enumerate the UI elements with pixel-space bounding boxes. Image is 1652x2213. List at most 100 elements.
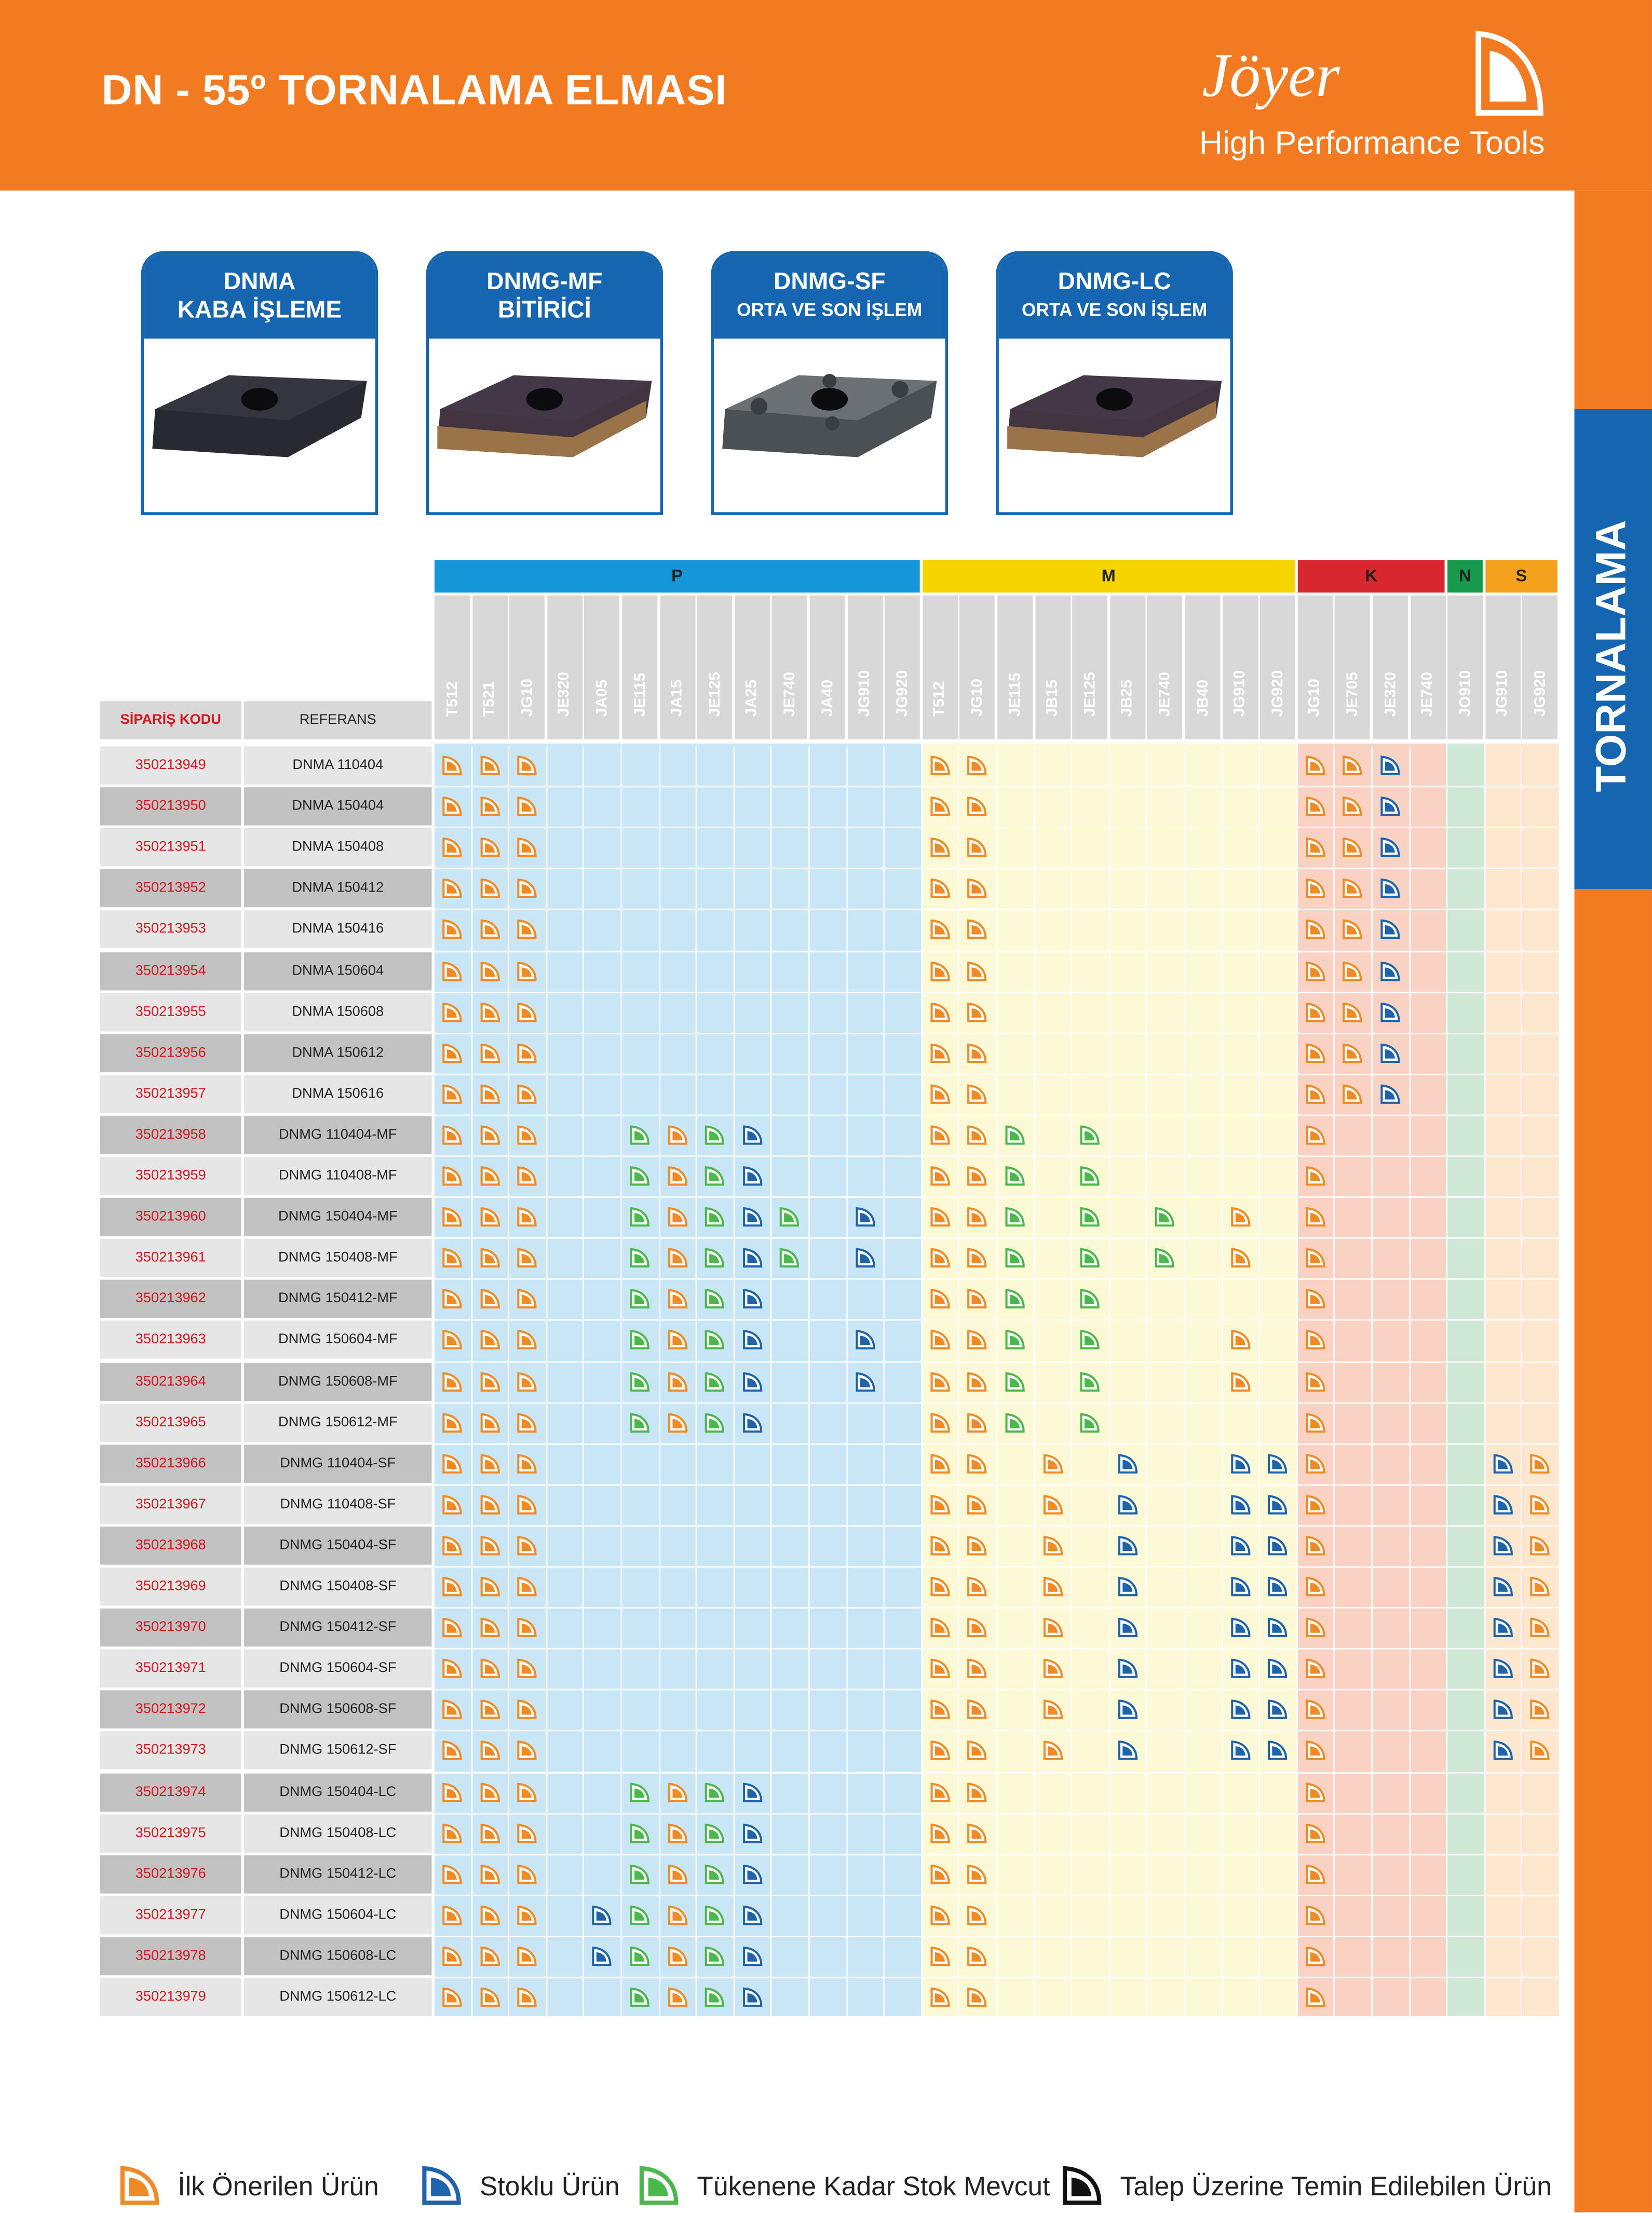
ilk-onerilen-icon <box>1343 1002 1363 1022</box>
ilk-onerilen-icon <box>968 1330 987 1350</box>
stoklu-icon <box>742 1823 762 1843</box>
ilk-onerilen-icon <box>517 1289 537 1309</box>
grid-hline <box>434 1360 1561 1362</box>
ilk-onerilen-icon <box>442 1330 462 1350</box>
grid-vline <box>1559 746 1561 2019</box>
grade-column-label: JG10 <box>519 679 536 717</box>
tukenene-kadar-icon <box>1080 1248 1100 1268</box>
stoklu-icon <box>1230 1535 1250 1556</box>
ilk-onerilen-icon <box>930 1084 950 1104</box>
ilk-onerilen-icon <box>1305 1084 1325 1104</box>
ilk-onerilen-icon <box>1343 879 1363 898</box>
ilk-onerilen-icon <box>480 1987 499 2007</box>
ilk-onerilen-icon <box>667 1782 687 1802</box>
tukenene-kadar-icon <box>1080 1330 1100 1350</box>
tukenene-kadar-icon <box>1080 1166 1100 1186</box>
ilk-onerilen-icon <box>1305 755 1325 775</box>
ilk-onerilen-icon <box>1343 920 1363 939</box>
ilk-onerilen-icon <box>968 1002 987 1022</box>
ilk-onerilen-icon <box>517 1823 537 1843</box>
ilk-onerilen-icon <box>442 1864 462 1884</box>
ilk-onerilen-icon <box>968 1494 987 1515</box>
reference-cell: DNMA 150608 <box>244 992 432 1031</box>
ilk-onerilen-icon <box>968 1412 987 1432</box>
product-name: DNMG-SF <box>773 268 886 295</box>
reference-cell: DNMG 150412-MF <box>244 1280 432 1318</box>
order-code-header: SİPARİŞ KODU <box>100 701 241 739</box>
reference-cell: DNMA 150412 <box>244 869 432 908</box>
grade-column-header: JB15 <box>1035 595 1071 739</box>
ilk-onerilen-icon <box>667 1125 687 1145</box>
ilk-onerilen-icon <box>1042 1617 1062 1638</box>
product-name: DNMA <box>223 268 296 295</box>
grade-column-label: JG910 <box>1494 670 1512 717</box>
grid-vline <box>1146 746 1148 2019</box>
grid-vline <box>770 746 773 2019</box>
ilk-onerilen-icon <box>930 1864 950 1884</box>
order-code-cell: 350213977 <box>100 1896 241 1934</box>
ilk-onerilen-icon <box>1042 1453 1062 1473</box>
order-code-cell: 350213957 <box>100 1075 241 1113</box>
reference-cell: DNMG 150608-LC <box>244 1937 432 1975</box>
grid-vline <box>1521 746 1523 2019</box>
tukenene-kadar-icon <box>1005 1166 1025 1186</box>
grade-column-header: JE740 <box>1147 595 1183 739</box>
ilk-onerilen-icon <box>1305 1002 1325 1022</box>
stoklu-icon <box>1380 755 1400 775</box>
ilk-onerilen-icon <box>968 1166 987 1186</box>
ilk-onerilen-icon <box>968 1289 987 1309</box>
grid-hline <box>434 1607 1561 1609</box>
tukenene-kadar-icon <box>705 1864 725 1884</box>
ilk-onerilen-icon <box>480 1658 499 1679</box>
order-code-cell: 350213962 <box>100 1280 241 1318</box>
ilk-onerilen-icon <box>930 1946 950 1966</box>
grid-hline <box>434 1114 1561 1116</box>
product-name: DNMG-MF <box>486 268 603 295</box>
ilk-onerilen-icon <box>1230 1330 1250 1350</box>
stoklu-icon <box>1118 1494 1138 1515</box>
grade-column-label: JE740 <box>781 671 798 717</box>
ilk-onerilen-icon <box>517 1741 537 1761</box>
ilk-onerilen-icon <box>1305 1987 1325 2007</box>
ilk-onerilen-icon <box>517 1576 537 1597</box>
tukenene-kadar-icon <box>630 1946 649 1966</box>
ilk-onerilen-icon <box>968 1946 987 1966</box>
tukenene-kadar-icon <box>630 1987 649 2007</box>
order-code-cell: 350213968 <box>100 1526 241 1565</box>
ilk-onerilen-icon <box>1305 1494 1325 1515</box>
grid-vline <box>1108 746 1110 2019</box>
grid-vline <box>620 746 622 2019</box>
ilk-onerilen-icon <box>480 1453 499 1473</box>
ilk-onerilen-icon <box>480 1700 499 1720</box>
ilk-onerilen-icon <box>517 1002 537 1022</box>
tukenene-kadar-icon <box>630 1166 649 1186</box>
grid-vline <box>920 746 923 2019</box>
ilk-onerilen-icon <box>442 1576 462 1597</box>
order-code-cell: 350213955 <box>100 992 241 1031</box>
ilk-onerilen-icon <box>517 961 537 981</box>
grade-column-label: T512 <box>931 681 949 717</box>
ilk-onerilen-icon <box>1531 1535 1550 1556</box>
grade-column-label: JB25 <box>1119 679 1136 717</box>
grade-column-header: JE320 <box>547 595 583 739</box>
order-code-cell: 350213967 <box>100 1485 241 1524</box>
reference-cell: DNMG 150408-MF <box>244 1239 432 1277</box>
tukenene-kadar-icon <box>1005 1330 1025 1350</box>
ilk-onerilen-icon <box>442 961 462 981</box>
stoklu-icon <box>1493 1700 1513 1720</box>
ilk-onerilen-icon <box>930 1248 950 1268</box>
grade-column-header: JG10 <box>1297 595 1333 739</box>
stoklu-icon <box>1230 1617 1250 1638</box>
stoklu-icon <box>742 1412 762 1432</box>
ilk-onerilen-icon <box>442 1782 462 1802</box>
ilk-onerilen-icon <box>930 1741 950 1761</box>
grid-vline <box>1071 746 1073 2019</box>
ilk-onerilen-icon <box>1305 1823 1325 1843</box>
grid-hline <box>434 1525 1561 1527</box>
ilk-onerilen-icon <box>667 1987 687 2007</box>
reference-cell: DNMG 150604-MF <box>244 1321 432 1359</box>
stoklu-icon <box>1118 1700 1138 1720</box>
grade-column-label: JO910 <box>1457 670 1474 717</box>
ilk-onerilen-icon <box>667 1823 687 1843</box>
